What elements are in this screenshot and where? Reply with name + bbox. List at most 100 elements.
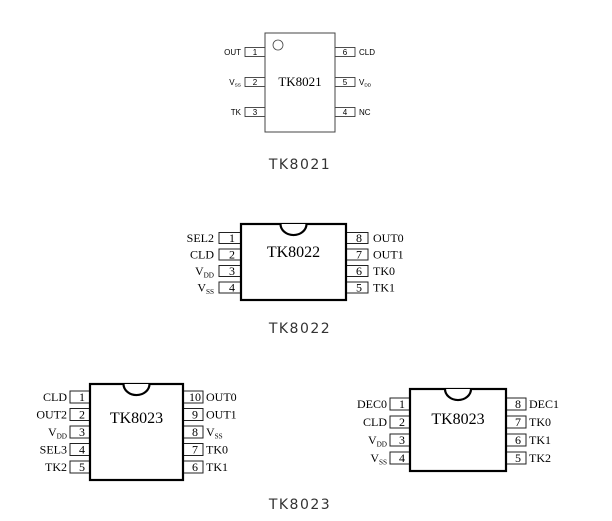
pin-number: 4	[399, 451, 405, 465]
pin-label: VSS	[206, 425, 223, 440]
pin-label: CLD	[43, 390, 67, 404]
pin-number: 1	[229, 231, 235, 245]
pin-number: 2	[229, 248, 235, 262]
pin-label: OUT1	[373, 248, 404, 262]
pin-number: 3	[253, 108, 258, 117]
chip-name: TK8023	[431, 411, 484, 428]
pin-number: 1	[253, 48, 258, 57]
pin-number: 2	[79, 408, 85, 422]
pin-right-6: 6 CLD	[334, 47, 375, 57]
pin-label: SEL2	[187, 231, 214, 245]
pin-label: OUT	[224, 48, 241, 57]
pin-number: 4	[229, 281, 235, 295]
pin1-dot-icon	[272, 39, 284, 51]
pin-label: OUT0	[373, 231, 404, 245]
pin-number: 6	[343, 48, 348, 57]
pin-label: TK2	[45, 460, 67, 474]
pin-left-4: 4 VSS	[370, 451, 411, 467]
pin-right-7: 7 TK0	[505, 415, 551, 429]
pin-right-8: 8 VSS	[182, 425, 223, 441]
pin-label: TK1	[373, 281, 395, 295]
pin-right-7: 7 TK0	[182, 443, 228, 457]
pin-label: VSS	[197, 281, 214, 296]
pin-label: VDD	[48, 425, 67, 440]
pin-number: 1	[79, 390, 85, 404]
pin-right-6: 6 TK1	[505, 433, 551, 447]
pin-label: OUT1	[206, 408, 237, 422]
pin-number: 6	[515, 433, 521, 447]
pin-number: 8	[192, 425, 198, 439]
pin-right-7: 7 OUT1	[345, 248, 404, 262]
pin-right-6: 6 TK0	[345, 264, 395, 278]
pin-left-3: 3 VDD	[48, 425, 91, 441]
pin-left-1: 1 CLD	[43, 390, 91, 404]
notch-icon	[122, 383, 151, 397]
pin-number: 1	[399, 397, 405, 411]
pin-label: CLD	[190, 248, 214, 262]
pin-label: TK	[231, 108, 242, 117]
pin-label: VSS	[370, 451, 387, 466]
pin-left-3: 3 TK	[231, 107, 266, 117]
pin-left-2: 2 OUT2	[36, 408, 91, 422]
pin-label: TK0	[206, 443, 228, 457]
pin-left-1: 1 DEC0	[357, 397, 411, 411]
pin-number: 4	[343, 108, 348, 117]
pin-number: 2	[253, 78, 258, 87]
pin-label: NC	[359, 108, 371, 117]
pin-right-9: 9 OUT1	[182, 408, 237, 422]
notch-icon	[443, 388, 473, 402]
caption-tk8021: TK8021	[268, 157, 332, 173]
pin-right-5: 5 TK2	[505, 451, 551, 465]
pin-right-8: 8 DEC1	[505, 397, 559, 411]
chip-body	[239, 222, 348, 302]
pin-number: 6	[356, 264, 362, 278]
pin-label: OUT2	[36, 408, 67, 422]
chip-body	[88, 382, 185, 482]
pin-number: 3	[229, 264, 235, 278]
pin-label: TK1	[206, 460, 228, 474]
pin-number: 2	[399, 415, 405, 429]
pin-label: SEL3	[40, 443, 67, 457]
pin-left-4: 4 SEL3	[40, 443, 91, 457]
pin-number: 9	[192, 408, 198, 422]
pin-number: 8	[356, 231, 362, 245]
pin-label: VDD	[195, 264, 214, 279]
pin-label: TK0	[373, 264, 395, 278]
pin-number: 7	[192, 443, 198, 457]
pin-label: VDD	[359, 78, 372, 89]
chip-body	[408, 387, 508, 473]
pin-label: CLD	[359, 48, 375, 57]
pin-left-5: 5 TK2	[45, 460, 91, 474]
pin-number: 3	[79, 425, 85, 439]
pin-label: DEC1	[529, 397, 559, 411]
chip-name: TK8023	[110, 410, 163, 427]
pin-number: 3	[399, 433, 405, 447]
pin-label: TK1	[529, 433, 551, 447]
pin-right-4: 4 NC	[334, 107, 371, 117]
pin-number: 8	[515, 397, 521, 411]
caption-tk8023: TK8023	[268, 497, 332, 513]
pin-left-3: 3 VDD	[195, 264, 242, 280]
pin-left-2: 2 CLD	[190, 248, 242, 262]
pin-right-8: 8 OUT0	[345, 231, 404, 245]
pin-label: TK0	[529, 415, 551, 429]
pin-label: TK2	[529, 451, 551, 465]
pin-label: DEC0	[357, 397, 387, 411]
pin-number: 5	[79, 460, 85, 474]
pin-label: CLD	[363, 415, 387, 429]
pin-number: 7	[356, 248, 362, 262]
pin-left-1: 1 OUT	[224, 47, 266, 57]
pin-number: 4	[79, 443, 85, 457]
pin-number: 5	[515, 451, 521, 465]
pin-number: 7	[515, 415, 521, 429]
pin-label: VSS	[229, 78, 241, 89]
